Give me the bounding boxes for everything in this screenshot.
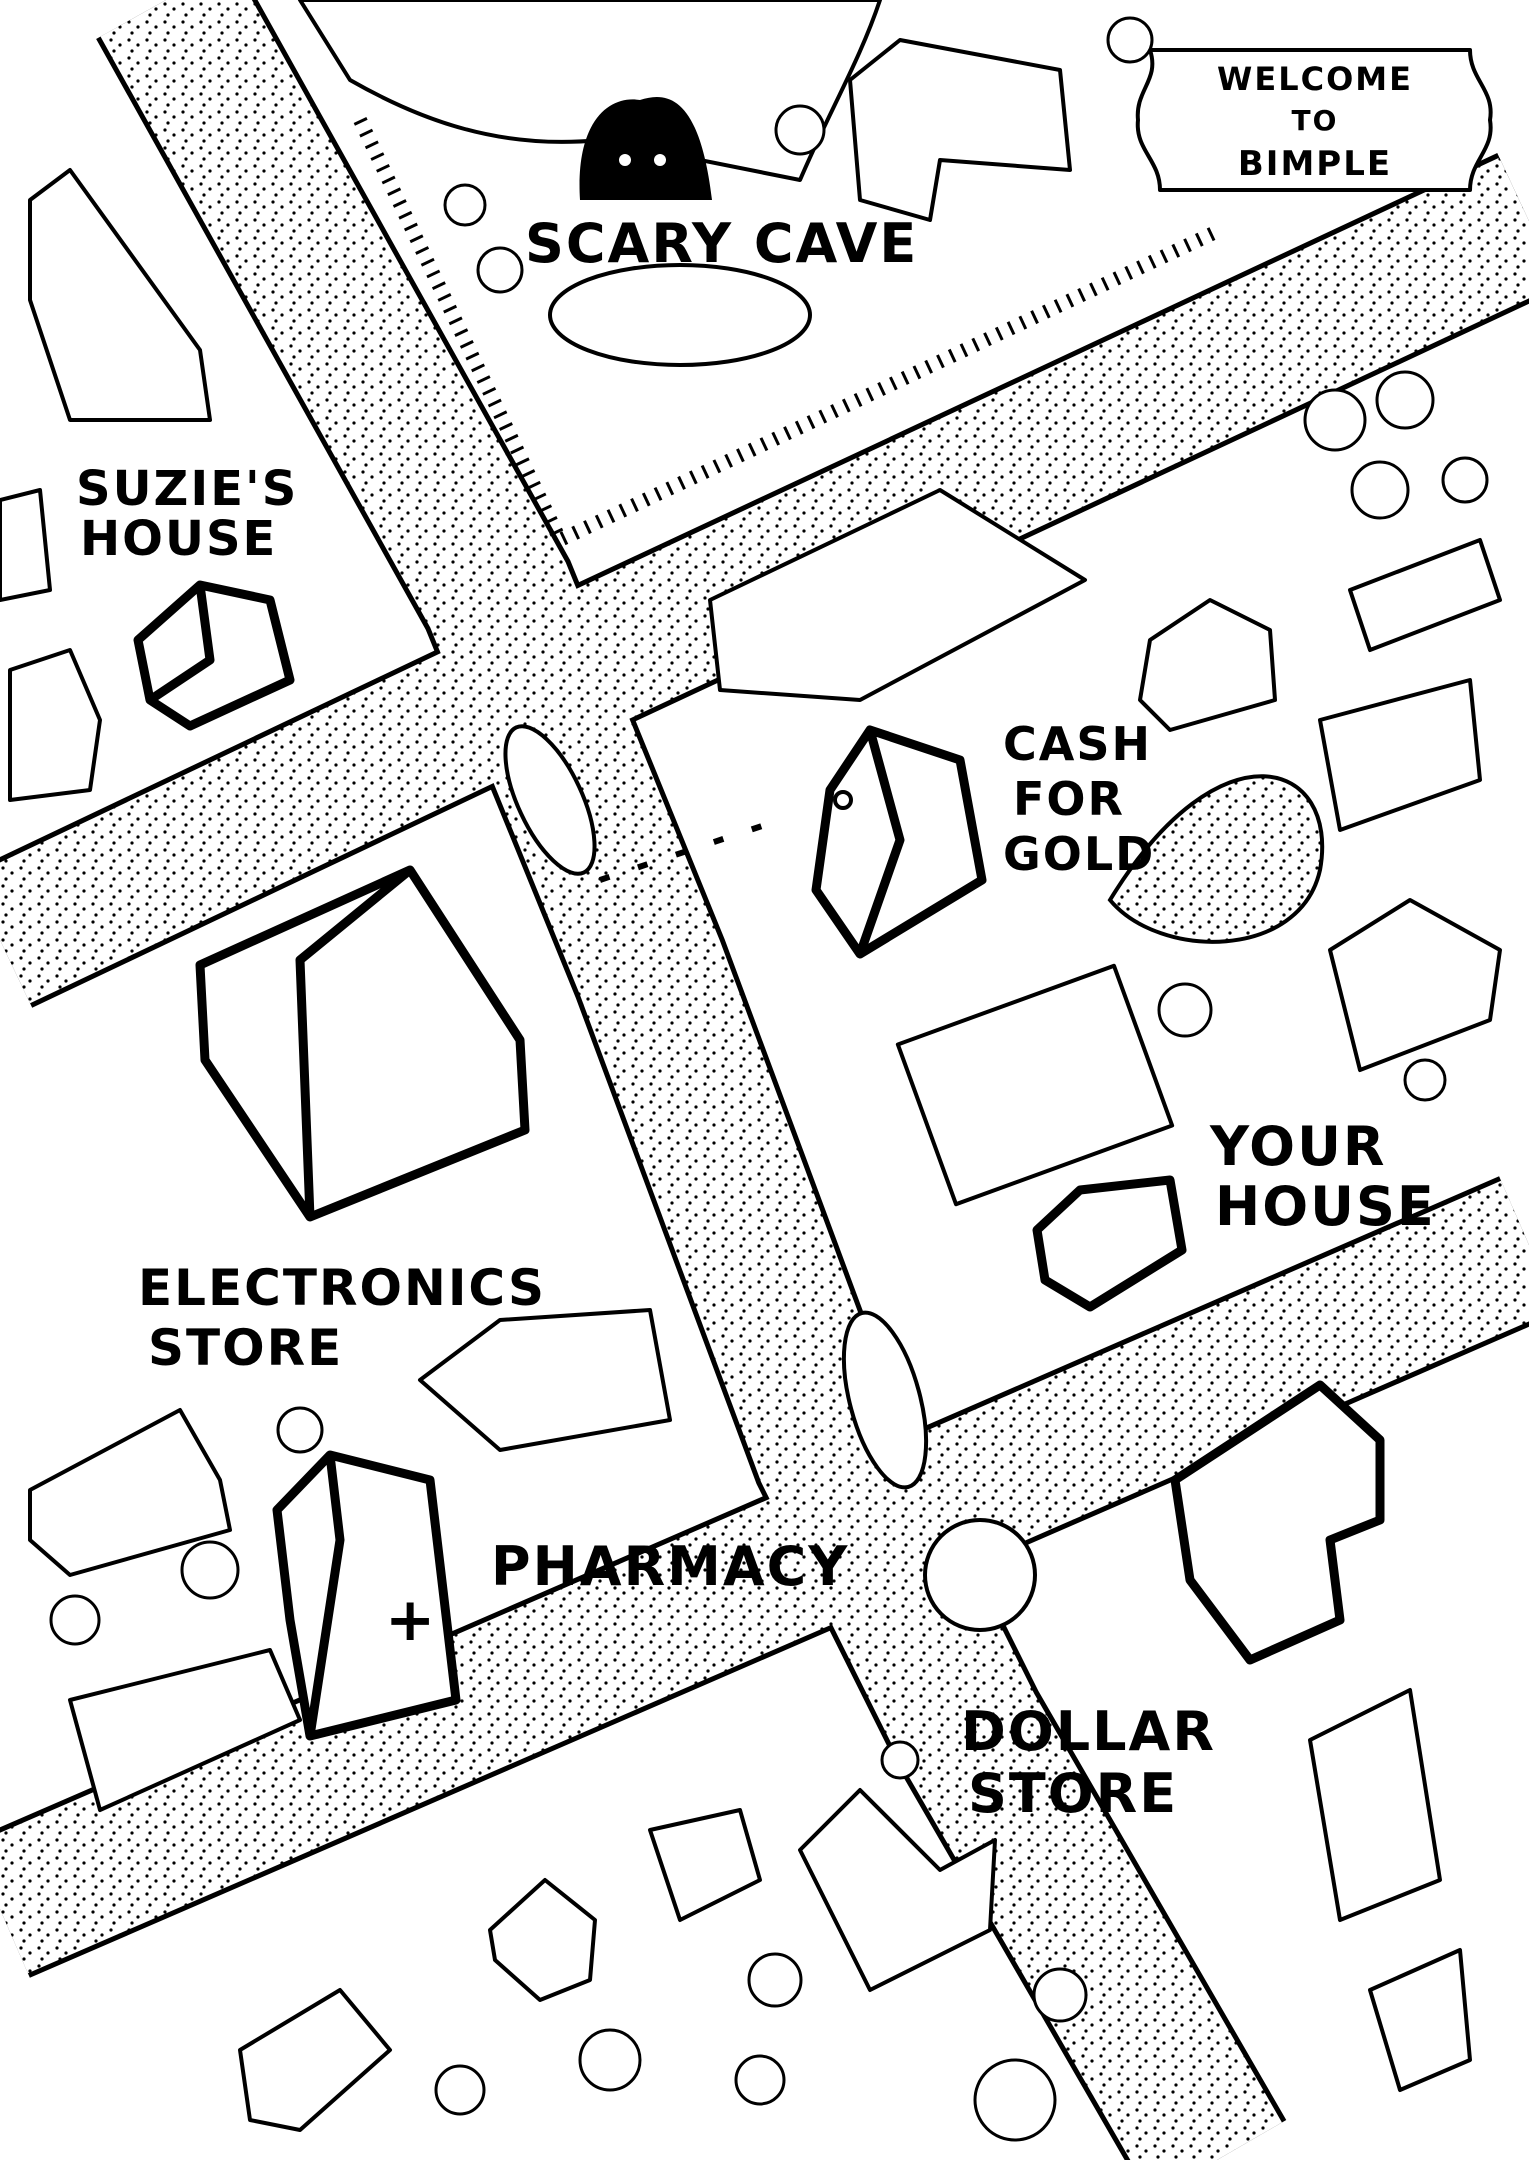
suzies-house [133, 580, 295, 731]
label-electronics-store-1: ELECTRONICS [138, 1259, 546, 1317]
cul-de-sac [1107, 774, 1325, 944]
track [548, 263, 812, 367]
yard [895, 963, 1175, 1207]
road-north [0, 157, 1529, 1004]
your-house [1032, 1175, 1187, 1312]
road-south [0, 1180, 1529, 1974]
row-houses [68, 1648, 302, 1812]
label-cash-for-gold-3: GOLD [1003, 827, 1155, 881]
label-dollar-store-1: DOLLAR [961, 1700, 1216, 1763]
pharmacy [272, 1450, 461, 1741]
place-labels: SCARY CAVE SUZIE'S HOUSE CASH FOR GOLD Y… [76, 212, 1436, 1825]
label-scary-cave: SCARY CAVE [525, 212, 918, 275]
church [708, 488, 1087, 702]
scary-cave-area [298, 0, 1223, 550]
sign-line-1: WELCOME [1217, 60, 1413, 98]
label-cash-for-gold-1: CASH [1003, 717, 1152, 771]
label-electronics-store-2: STORE [148, 1319, 343, 1377]
fence [353, 116, 1223, 550]
house [8, 648, 102, 802]
buildings: + [0, 38, 1502, 2132]
house [1318, 678, 1482, 832]
cave-entrance-icon [579, 96, 712, 200]
row-houses [28, 168, 212, 422]
cash-for-gold [811, 725, 987, 959]
house [418, 1308, 672, 1452]
label-dollar-store-2: STORE [968, 1762, 1178, 1825]
sign-line-2: TO [1292, 104, 1339, 137]
trees [49, 16, 1489, 2142]
house [648, 1808, 762, 1922]
road-island [841, 1310, 929, 1490]
roundabout [923, 1518, 1037, 1632]
row-houses [28, 1408, 232, 1577]
label-cash-for-gold-2: FOR [1013, 772, 1125, 826]
house [1328, 898, 1502, 1072]
house [488, 1878, 597, 2002]
dollar-store [1170, 1380, 1385, 1665]
road-island [503, 724, 597, 876]
welcome-sign: WELCOME TO BIMPLE [1135, 48, 1493, 192]
house [1348, 538, 1502, 652]
house [0, 488, 52, 602]
label-pharmacy: PHARMACY [491, 1535, 849, 1598]
castle-building [848, 38, 1072, 222]
house [1138, 598, 1277, 732]
label-suzies-house-1: SUZIE'S [76, 461, 298, 517]
sign-line-3: BIMPLE [1238, 144, 1392, 184]
label-your-house-1: YOUR [1209, 1115, 1387, 1178]
pharmacy-cross-icon: + [385, 1585, 435, 1655]
house [1308, 1688, 1442, 1922]
house [238, 1988, 392, 2132]
house [1368, 1948, 1472, 2092]
label-your-house-2: HOUSE [1215, 1175, 1436, 1238]
road-main-diagonal [100, 0, 1282, 2160]
label-suzies-house-2: HOUSE [80, 511, 277, 567]
house [798, 1788, 997, 1992]
electronics-store [195, 865, 530, 1222]
